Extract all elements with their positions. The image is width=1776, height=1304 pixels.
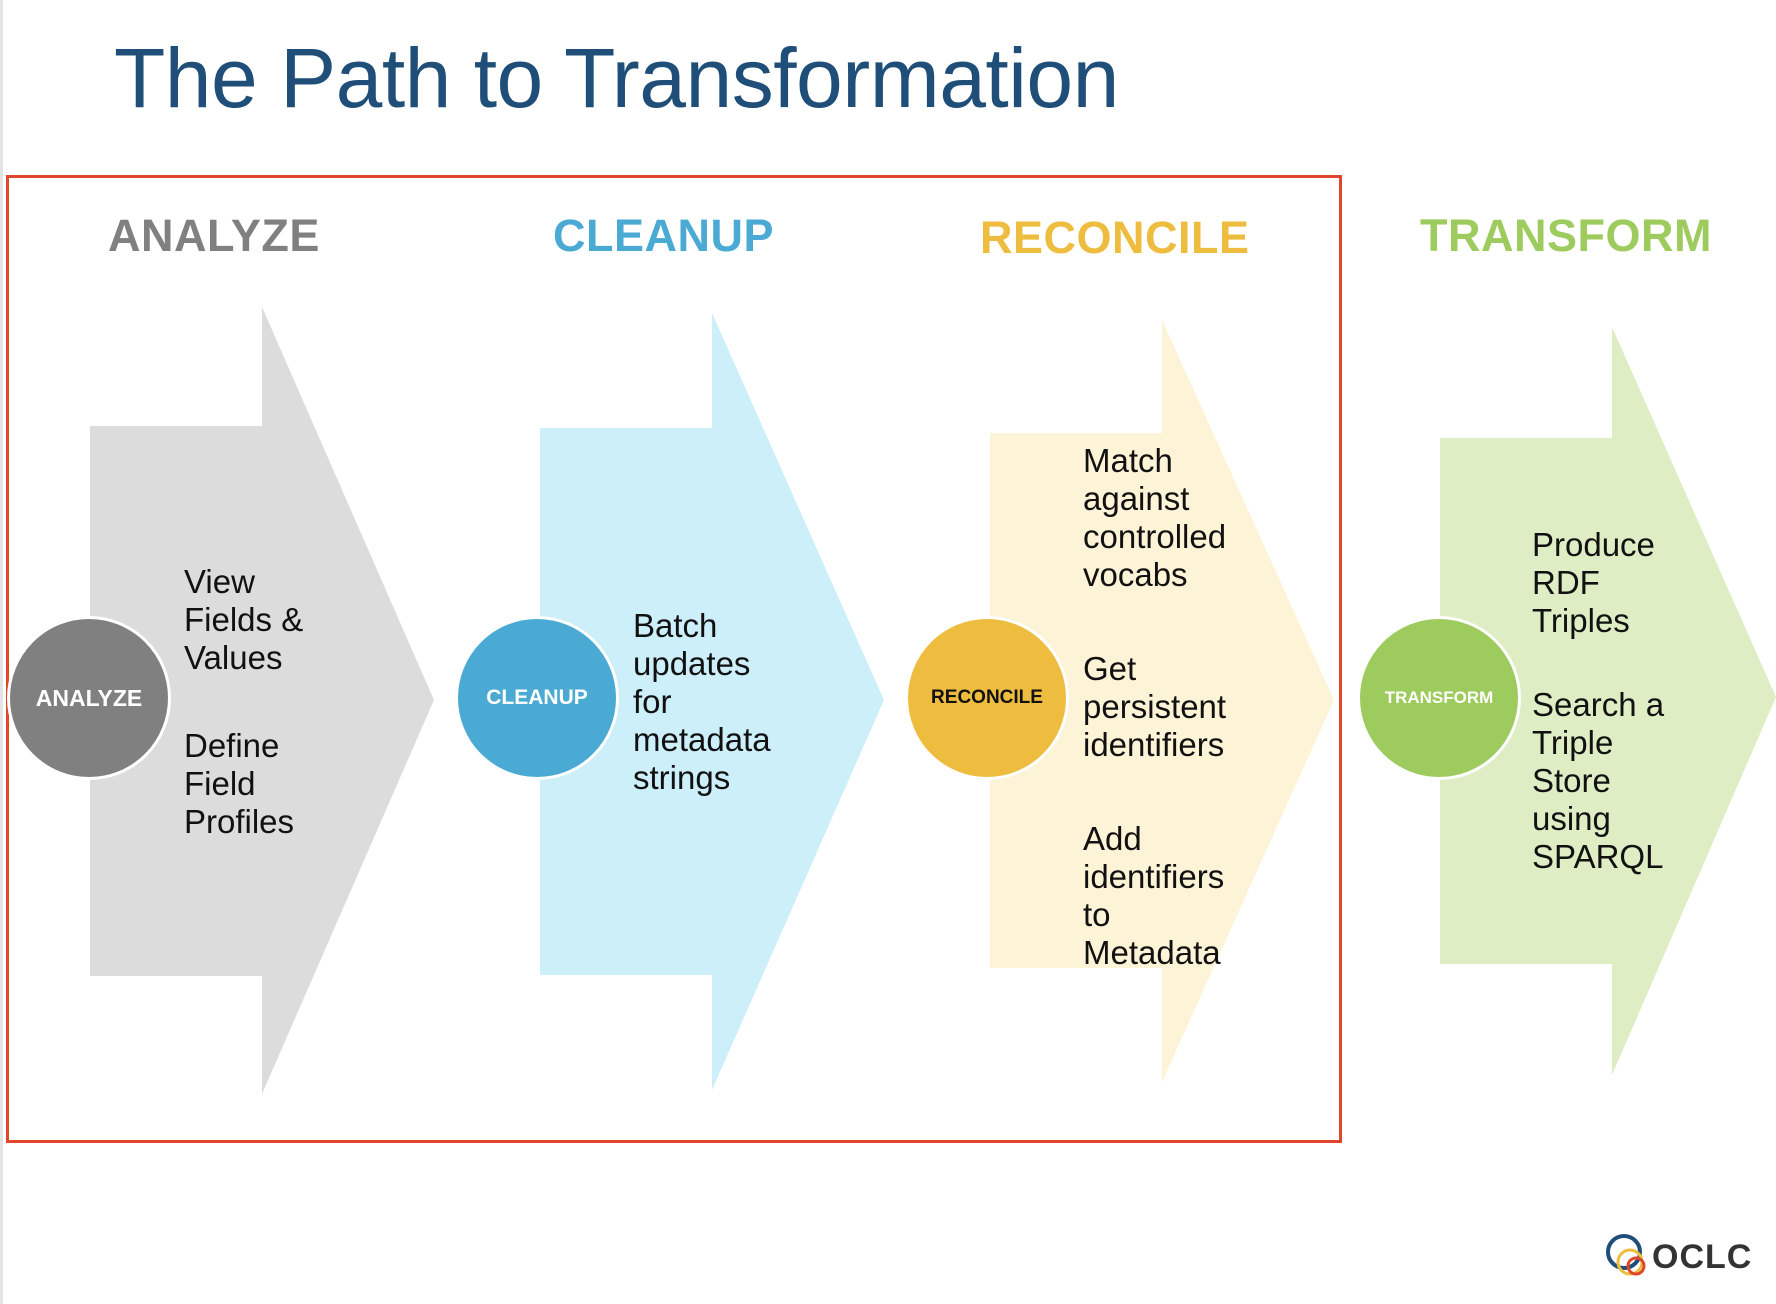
circle-analyze: ANALYZE (7, 616, 171, 780)
reconcile-item-get-identifiers: Get persistent identifiers (1083, 650, 1227, 763)
heading-cleanup: CLEANUP (553, 210, 775, 261)
highlight-frame (6, 175, 1342, 1143)
transform-text: Produce RDF Triples Search a Triple Stor… (1532, 526, 1664, 876)
heading-analyze: ANALYZE (108, 210, 320, 261)
heading-reconcile: RECONCILE (980, 212, 1250, 263)
oclc-rings-icon (1606, 1234, 1646, 1276)
analyze-item-view-fields: View Fields & Values (184, 563, 304, 676)
transform-item-search-sparql: Search a Triple Store using SPARQL (1532, 686, 1665, 875)
heading-transform: TRANSFORM (1420, 210, 1712, 261)
analyze-item-define-profiles: Define Field Profiles (184, 727, 295, 840)
cleanup-item-batch-updates: Batch updates for metadata strings (633, 607, 771, 796)
reconcile-text: Match against controlled vocabs Get pers… (1083, 442, 1226, 972)
slide-left-edge (0, 0, 3, 1304)
reconcile-item-add-identifiers: Add identifiers to Metadata (1083, 820, 1225, 971)
transform-item-produce-rdf: Produce RDF Triples (1532, 526, 1655, 639)
reconcile-item-match-vocabs: Match against controlled vocabs (1083, 442, 1227, 593)
analyze-text: View Fields & Values Define Field Profil… (184, 563, 303, 841)
oclc-logo-text: OCLC (1652, 1238, 1753, 1276)
slide-title: The Path to Transformation (114, 31, 1119, 125)
circle-transform: TRANSFORM (1357, 616, 1521, 780)
cleanup-text: Batch updates for metadata strings (633, 607, 771, 797)
circle-reconcile: RECONCILE (905, 616, 1069, 780)
circle-cleanup: CLEANUP (455, 616, 619, 780)
